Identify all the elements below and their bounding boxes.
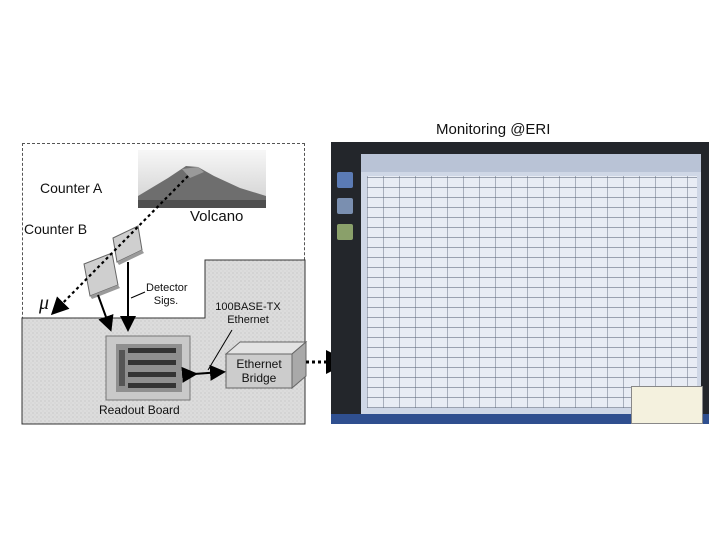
ethernet-type-line1: 100BASE-TX (215, 301, 281, 313)
signal-arrow-b (97, 294, 114, 332)
counter-a-label: Counter A (40, 180, 103, 196)
taskbar (331, 414, 709, 424)
monitoring-title: Monitoring @ERI (436, 121, 551, 138)
monitor-photo (331, 142, 709, 424)
counter-b-label: Counter B (24, 221, 88, 237)
ethernet-type-line2: Ethernet (227, 314, 269, 326)
volcano-label: Volcano (190, 208, 244, 225)
desktop-icon (337, 198, 353, 214)
browser-toolbar (361, 154, 701, 172)
ethernet-type-leader (207, 329, 233, 371)
desktop-icon (337, 172, 353, 188)
readout-board-label: Readout Board (99, 403, 180, 417)
readout-board-image (105, 335, 191, 401)
detector-sigs-label: Detector Sigs. (146, 282, 188, 308)
detector-sigs-line2: Sigs. (153, 295, 179, 307)
ethernet-bridge-line2: Bridge (241, 371, 277, 385)
ethernet-bridge-box (224, 340, 308, 390)
desktop-icon (337, 224, 353, 240)
detector-sigs-leader (130, 291, 146, 299)
counter-a-plate (112, 225, 144, 265)
muon-track (50, 175, 189, 316)
ethernet-bridge-label: Ethernet Bridge (228, 357, 290, 385)
data-table-grid (367, 176, 697, 408)
muon-symbol: μ (39, 292, 50, 314)
notification-popup (631, 386, 703, 424)
ethernet-bridge-line1: Ethernet (236, 357, 282, 371)
ethernet-type-label: 100BASE-TX Ethernet (208, 301, 288, 327)
detector-sigs-line1: Detector (146, 282, 188, 294)
board-bridge-link (181, 364, 226, 383)
monitor-screen (361, 154, 701, 416)
volcano-image (138, 150, 266, 208)
